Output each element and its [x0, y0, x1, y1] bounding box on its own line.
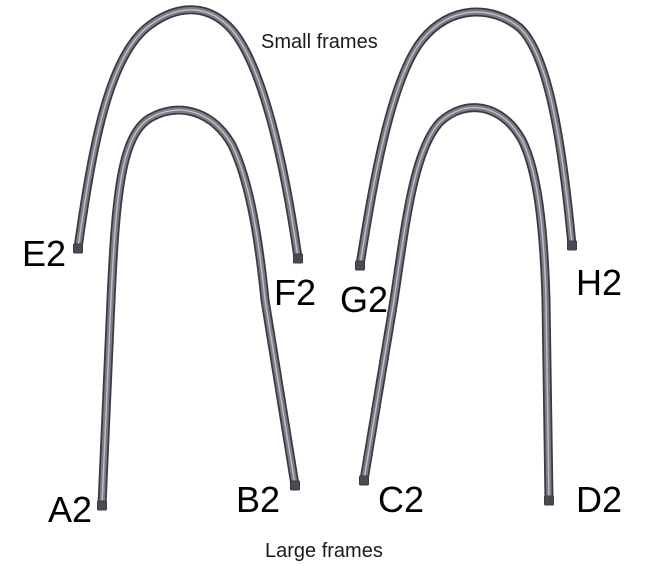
small-frame-left [73, 5, 303, 264]
large-frame-left-end-cap-1 [97, 500, 107, 511]
large-frames-caption: Large frames [265, 540, 383, 562]
small-frames-caption: Small frames [261, 31, 378, 53]
endpoint-label-h2: H2 [576, 262, 623, 303]
large-frame-right-end-cap-2 [544, 495, 554, 506]
small-frame-right [355, 7, 577, 271]
large-frame-left [97, 105, 300, 511]
small-frame-left-end-cap-2 [293, 253, 303, 264]
endpoint-label-c2: C2 [378, 479, 425, 520]
endpoint-label-b2: B2 [236, 479, 281, 520]
endpoint-label-e2: E2 [22, 233, 67, 274]
large-frame-left-end-cap-2 [290, 480, 300, 491]
small-frame-left-end-cap-1 [73, 243, 83, 254]
large-frame-right-end-cap-1 [359, 475, 369, 486]
endpoint-label-a2: A2 [48, 489, 93, 530]
small-frame-right-end-cap-1 [355, 260, 365, 271]
endpoint-label-f2: F2 [274, 272, 317, 313]
endpoint-label-g2: G2 [340, 279, 389, 320]
small-frame-right-end-cap-2 [567, 240, 577, 251]
endpoint-label-d2: D2 [576, 479, 623, 520]
large-frame-right [359, 103, 554, 506]
